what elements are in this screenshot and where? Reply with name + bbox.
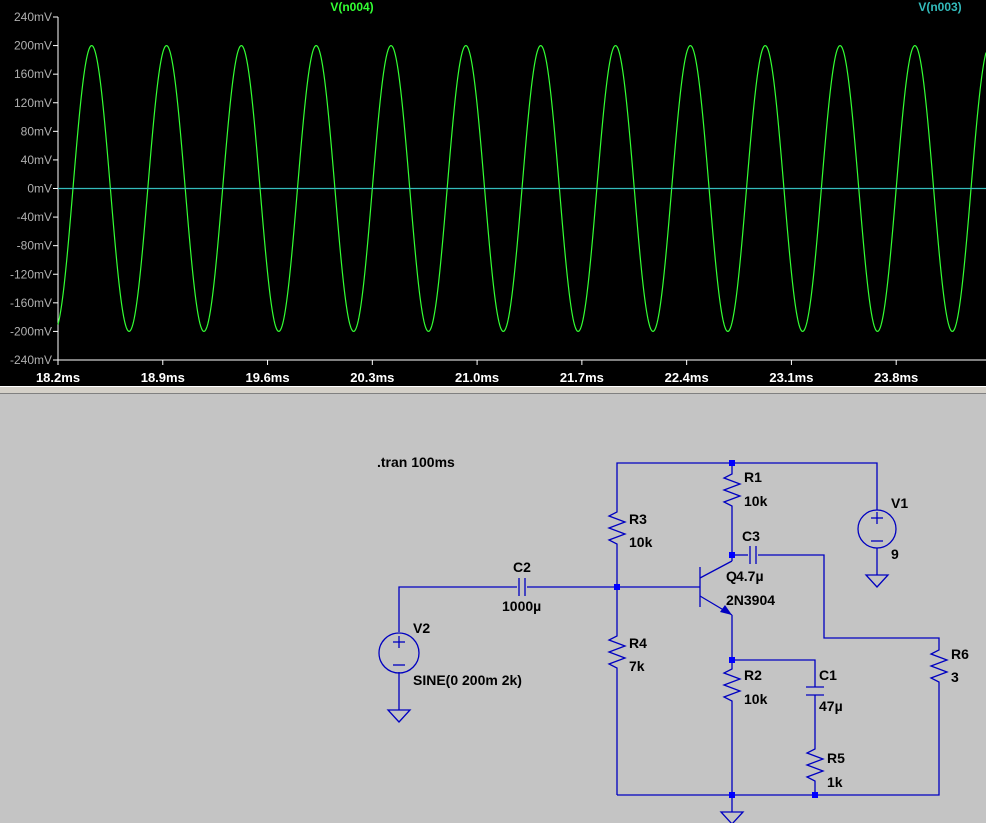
resistor-r6[interactable]: R6 3 — [929, 646, 969, 688]
y-tick-label: 80mV — [21, 124, 52, 138]
x-tick-label: 19.6ms — [246, 370, 290, 385]
junction-node — [614, 584, 620, 590]
q-name[interactable]: Q — [726, 568, 737, 584]
y-tick-label: -240mV — [10, 353, 52, 367]
schematic-pane[interactable]: .tran 100ms — [0, 394, 986, 823]
source-circle[interactable] — [378, 632, 420, 674]
x-tick-label: 20.3ms — [350, 370, 394, 385]
x-tick-label: 18.9ms — [141, 370, 185, 385]
voltage-source-v1[interactable]: V1 9 — [857, 495, 908, 562]
ground-icon — [864, 574, 890, 588]
trace-label-vn004[interactable]: V(n004) — [330, 0, 373, 14]
resistor-symbol[interactable] — [722, 470, 742, 510]
x-tick-label: 21.7ms — [560, 370, 604, 385]
junction-nodes — [614, 460, 818, 798]
r3-name[interactable]: R3 — [629, 511, 647, 527]
schematic-background — [0, 394, 986, 823]
junction-node — [729, 792, 735, 798]
r4-name[interactable]: R4 — [629, 635, 647, 651]
y-tick-label: 200mV — [14, 39, 52, 53]
capacitor-c3[interactable]: C3 4.7µ — [736, 528, 764, 584]
r5-name[interactable]: R5 — [827, 750, 845, 766]
ground-icon — [719, 811, 745, 823]
voltage-source-v2[interactable]: V2 SINE(0 200m 2k) — [378, 620, 522, 688]
wire-v2-c2[interactable] — [398, 586, 517, 632]
y-tick-label: 240mV — [14, 10, 52, 24]
v1-value[interactable]: 9 — [891, 546, 899, 562]
ground-icon — [386, 709, 412, 723]
waveform-plot-pane[interactable]: 240mV 200mV 160mV 120mV 80mV 40mV 0mV -40mV -80m… — [0, 0, 986, 386]
y-tick-label: 0mV — [27, 182, 52, 196]
x-tick-label: 23.8ms — [874, 370, 918, 385]
junction-node — [812, 792, 818, 798]
c3-value[interactable]: 4.7µ — [736, 568, 764, 584]
r6-value[interactable]: 3 — [951, 669, 959, 685]
transistor-q[interactable]: Q 2N3904 — [699, 560, 775, 616]
wire-emitter-c1[interactable] — [732, 659, 816, 684]
c2-name[interactable]: C2 — [513, 559, 531, 575]
r5-value[interactable]: 1k — [827, 774, 843, 790]
r2-value[interactable]: 10k — [744, 691, 768, 707]
capacitor-c2[interactable]: C2 1000µ — [502, 559, 541, 614]
tran-directive[interactable]: .tran 100ms — [377, 454, 455, 470]
resistor-symbol[interactable] — [722, 665, 742, 705]
resistor-r2[interactable]: R2 10k — [722, 665, 768, 707]
c1-name[interactable]: C1 — [819, 667, 837, 683]
y-tick-label: -80mV — [17, 239, 52, 253]
y-tick-label: -40mV — [17, 210, 52, 224]
pane-splitter[interactable] — [0, 386, 986, 394]
v2-name[interactable]: V2 — [413, 620, 430, 636]
r4-value[interactable]: 7k — [629, 658, 645, 674]
v1-name[interactable]: V1 — [891, 495, 908, 511]
capacitor-c1[interactable]: C1 47µ — [806, 667, 843, 714]
r3-value[interactable]: 10k — [629, 534, 653, 550]
y-tick-label: 160mV — [14, 67, 52, 81]
emitter-arrow-icon — [720, 605, 732, 615]
resistor-symbol[interactable] — [929, 646, 949, 688]
y-tick-label: 40mV — [21, 153, 52, 167]
trace-label-vn003[interactable]: V(n003) — [918, 0, 961, 14]
resistor-symbol[interactable] — [607, 508, 627, 550]
resistor-r3[interactable]: R3 10k — [607, 508, 653, 550]
wire-c3-r6[interactable] — [758, 554, 940, 646]
resistor-r5[interactable]: R5 1k — [805, 745, 845, 790]
resistor-symbol[interactable] — [607, 632, 627, 674]
q-value[interactable]: 2N3904 — [726, 592, 775, 608]
source-circle[interactable] — [857, 509, 897, 549]
c2-value[interactable]: 1000µ — [502, 598, 541, 614]
c1-value[interactable]: 47µ — [819, 698, 843, 714]
y-tick-label: -160mV — [10, 296, 52, 310]
y-tick-label: -120mV — [10, 267, 52, 281]
r6-name[interactable]: R6 — [951, 646, 969, 662]
junction-node — [729, 552, 735, 558]
r2-name[interactable]: R2 — [744, 667, 762, 683]
y-tick-label: -200mV — [10, 324, 52, 338]
waveform-plot[interactable]: 240mV 200mV 160mV 120mV 80mV 40mV 0mV -40mV -80m… — [0, 0, 986, 386]
wire-ground-rail[interactable] — [617, 688, 940, 796]
wire-top-rail[interactable] — [616, 462, 878, 510]
resistor-r4[interactable]: R4 7k — [607, 632, 647, 674]
x-tick-label: 18.2ms — [36, 370, 80, 385]
y-tick-label: 120mV — [14, 96, 52, 110]
junction-node — [729, 460, 735, 466]
transistor-collector-lead[interactable] — [699, 560, 733, 579]
junction-node — [729, 657, 735, 663]
c3-name[interactable]: C3 — [742, 528, 760, 544]
resistor-symbol[interactable] — [805, 745, 825, 787]
v2-value[interactable]: SINE(0 200m 2k) — [413, 672, 522, 688]
x-tick-label: 22.4ms — [665, 370, 709, 385]
x-tick-label: 23.1ms — [769, 370, 813, 385]
r1-value[interactable]: 10k — [744, 493, 768, 509]
r1-name[interactable]: R1 — [744, 469, 762, 485]
schematic-canvas[interactable]: .tran 100ms — [0, 394, 986, 823]
x-tick-label: 21.0ms — [455, 370, 499, 385]
resistor-r1[interactable]: R1 10k — [722, 469, 768, 510]
